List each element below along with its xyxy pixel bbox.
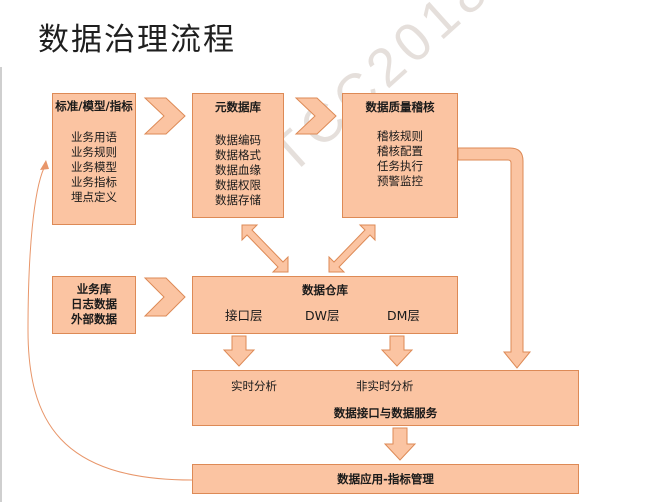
data-sources-box: 业务库 日志数据 外部数据: [52, 276, 136, 334]
bent-arrow-qa-service: [457, 147, 532, 369]
chevron-arrow-meta-qa: [294, 97, 337, 135]
metadata-list: 数据编码 数据格式 数据血缘 数据权限 数据存储: [193, 133, 283, 208]
data-warehouse-heading: 数据仓库: [302, 283, 348, 297]
data-warehouse-box: 数据仓库 接口层 DW层 DM层: [192, 276, 458, 334]
metadata-item: 数据权限: [215, 178, 261, 192]
data-application-heading: 数据应用-指标管理: [337, 472, 434, 486]
data-source-item: 外部数据: [71, 312, 117, 326]
quality-audit-item: 任务执行: [377, 159, 423, 173]
warehouse-layer-interface: 接口层: [225, 308, 263, 323]
standards-item: 业务指标: [71, 175, 117, 189]
left-divider: [0, 67, 2, 502]
standards-item: 业务规则: [71, 145, 117, 159]
batch-analysis-label: 非实时分析: [356, 379, 414, 393]
quality-audit-item: 预警监控: [377, 174, 423, 188]
data-source-item: 日志数据: [71, 297, 117, 311]
feedback-curve: [27, 167, 193, 481]
warehouse-layer-dm: DM层: [387, 308, 420, 323]
down-arrow-dw-realtime: [222, 335, 256, 367]
warehouse-layer-dw: DW层: [305, 308, 340, 323]
chevron-arrow-src-dw: [143, 277, 186, 317]
realtime-analysis-label: 实时分析: [231, 379, 277, 393]
metadata-box: 元数据库 数据编码 数据格式 数据血缘 数据权限 数据存储: [192, 93, 284, 218]
double-arrow-qa-dw: [328, 224, 376, 273]
data-service-box: 实时分析 非实时分析 数据接口与数据服务: [192, 370, 579, 426]
metadata-heading: 元数据库: [215, 100, 261, 114]
standards-item: 业务模型: [71, 160, 117, 174]
quality-audit-item: 稽核规则: [377, 129, 423, 143]
quality-audit-item: 稽核配置: [377, 144, 423, 158]
data-sources-list: 业务库 日志数据 外部数据: [53, 282, 135, 327]
down-arrow-service-app: [383, 427, 417, 461]
quality-audit-list: 稽核规则 稽核配置 任务执行 预警监控: [343, 129, 457, 189]
standards-box: 标准/模型/指标 业务用语 业务规则 业务模型 业务指标 埋点定义: [52, 93, 136, 225]
metadata-item: 数据格式: [215, 148, 261, 162]
data-application-box: 数据应用-指标管理: [192, 464, 579, 494]
quality-audit-box: 数据质量稽核 稽核规则 稽核配置 任务执行 预警监控: [342, 93, 458, 218]
metadata-item: 数据存储: [215, 193, 261, 207]
metadata-item: 数据血缘: [215, 163, 261, 177]
data-service-heading: 数据接口与数据服务: [333, 406, 438, 420]
page-title: 数据治理流程: [38, 22, 236, 58]
standards-list: 业务用语 业务规则 业务模型 业务指标 埋点定义: [53, 130, 135, 205]
standards-heading: 标准/模型/指标: [55, 99, 133, 113]
down-arrow-dw-batch: [380, 335, 414, 367]
double-arrow-meta-dw: [241, 224, 289, 273]
standards-item: 业务用语: [71, 130, 117, 144]
data-source-item: 业务库: [76, 282, 112, 296]
metadata-item: 数据编码: [215, 133, 261, 147]
quality-audit-heading: 数据质量稽核: [365, 100, 435, 114]
standards-item: 埋点定义: [71, 190, 117, 204]
feedback-arrowhead: [40, 160, 49, 170]
chevron-arrow-std-meta: [143, 97, 186, 135]
